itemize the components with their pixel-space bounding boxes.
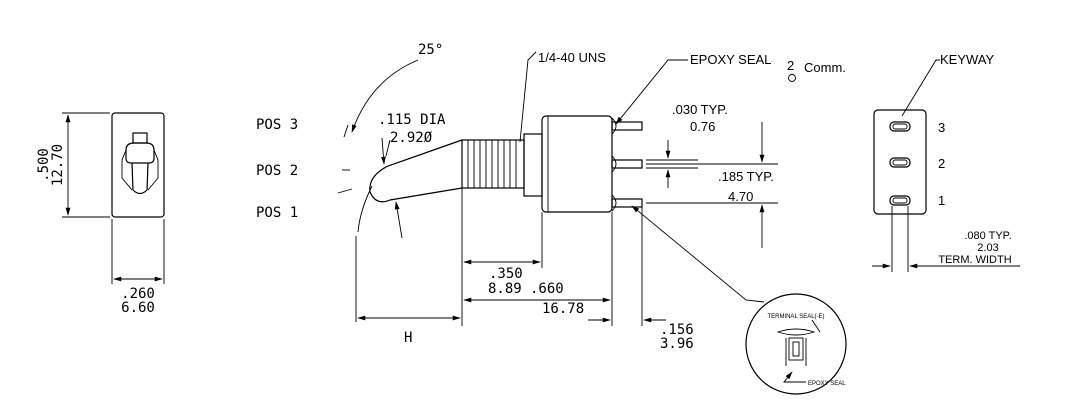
side-lever [369,139,463,203]
terminal-seal-detail: TERMINAL SEAL(-E) EPOXY SEAL [745,293,847,395]
typ185-mm: 4.70 [728,189,753,204]
front-body-outline [111,112,165,218]
rear-num-3: 3 [938,120,945,135]
front-height-inch: .500 [36,148,52,182]
keyway-leader [901,59,940,117]
rear-num-2: 2 [938,156,945,171]
front-height-mm: 12.70 [50,144,66,186]
term-width-mm: 2.03 [977,242,998,254]
h-label: H [404,330,412,346]
detail-circle [745,293,847,395]
keyway-view: KEYWAY 3 2 1 .080 TYP. 2.03 TERM. WIDTH [872,52,1020,272]
front-lever-head [125,142,155,164]
terminal-3 [611,121,643,131]
rear-terminal-1 [889,195,911,206]
detail-leader [631,205,765,303]
comm-number: 2 [787,58,794,73]
detail-terminal [788,337,804,361]
overall-length-inch: .660 [530,281,564,297]
front-width-mm: 6.60 [121,300,155,316]
typ030-mm: 0.76 [690,119,715,134]
thread-label: 1/4-40 UNS [538,50,606,65]
term-width-inch: .080 TYP. [964,230,1011,242]
pos2-label: POS 2 [256,163,298,179]
comm-circle [788,74,796,82]
side-view: 25° POS 3 POS 2 POS 1 .115 DIA 2.92Ø [256,42,846,352]
bushing-length-mm: 8.89 [488,281,522,297]
front-view: .500 12.70 .260 6.60 [36,112,165,316]
rear-body-outline [873,109,927,215]
comm-label: Comm. [804,60,846,75]
epoxy-seal-leader [615,59,688,125]
threaded-bushing [461,139,525,189]
angle-arc [351,59,419,133]
bushing-length-inch: .350 [489,266,523,282]
overall-length-mm: 16.78 [542,301,584,317]
terminal-2 [611,159,643,169]
rear-terminal-3 [889,121,911,132]
keyway-label: KEYWAY [940,52,995,67]
terminal-length-mm: 3.96 [660,336,694,352]
rear-terminal-2 [889,157,911,168]
terminal-length-inch: .156 [660,322,694,338]
front-keyway-notch [132,132,148,144]
term-width-label: TERM. WIDTH [938,254,1011,266]
detail-seal-cap [776,328,816,336]
thread-leader [519,51,537,143]
lever-dia-inch: .115 DIA [378,112,446,128]
bushing-threads [467,140,517,188]
front-width-inch: .260 [121,286,155,302]
typ185-inch: .185 TYP. [718,169,774,184]
rear-num-1: 1 [938,193,945,208]
terminal-1 [611,198,643,208]
pos3-label: POS 3 [256,117,298,133]
typ030-inch: .030 TYP. [672,102,728,117]
detail-terminal-seal-label: TERMINAL SEAL(-E) [767,314,824,320]
epoxy-seal-label: EPOXY SEAL [690,52,771,67]
switch-body [541,115,613,213]
angle-label: 25° [418,42,443,58]
front-lever-shaft [131,162,149,195]
detail-epoxy-seal-label: EPOXY SEAL [808,381,846,387]
pos1-label: POS 1 [256,205,298,221]
lever-dia-mm: 2.92Ø [390,130,433,146]
bushing-flange [523,133,543,197]
